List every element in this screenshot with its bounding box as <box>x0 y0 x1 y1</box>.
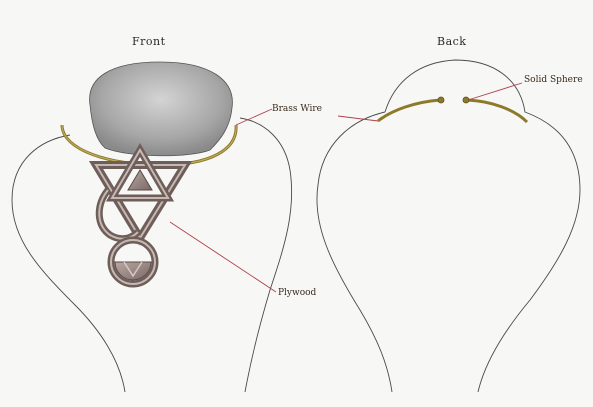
leader-brass-back <box>338 116 378 121</box>
back-bust-outline <box>317 60 580 392</box>
solid-sphere-annotation: Solid Sphere <box>524 75 583 85</box>
back-bust <box>317 60 580 392</box>
pendant-annotation: Plywood <box>278 288 316 298</box>
solid-sphere-left <box>438 97 444 103</box>
front-neck <box>90 62 233 156</box>
front-bust <box>12 62 292 392</box>
brass-wire-annotation: Brass Wire <box>272 104 322 114</box>
leader-brass-front <box>236 109 272 125</box>
front-view-label: Front <box>132 35 166 48</box>
leader-pendant <box>170 222 276 292</box>
back-view-label: Back <box>437 35 466 48</box>
back-brass-collar-left <box>378 100 440 121</box>
back-brass-collar-right <box>467 100 527 122</box>
pendant <box>96 150 185 284</box>
leader-sphere <box>468 83 522 100</box>
